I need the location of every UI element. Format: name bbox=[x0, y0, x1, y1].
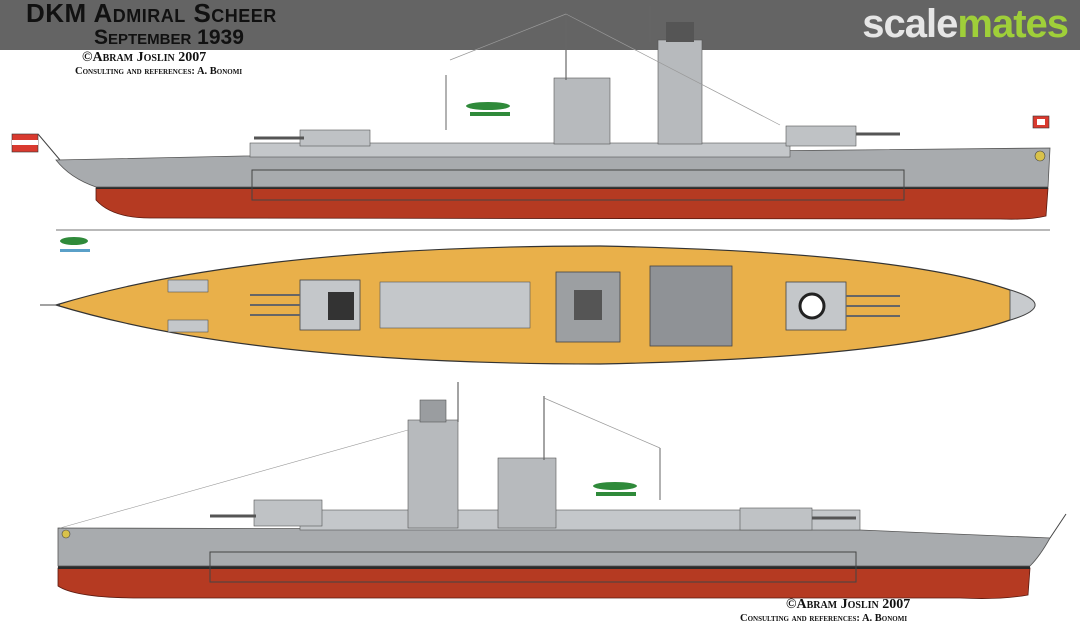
logo-part-mates: mates bbox=[957, 2, 1069, 46]
author-credit-top: ©Abram Joslin 2007 bbox=[82, 50, 207, 65]
ensign-flag-icon bbox=[11, 133, 61, 161]
drawing-subtitle: September 1939 bbox=[94, 26, 244, 49]
aircraft-icon bbox=[466, 102, 510, 116]
aircraft-icon bbox=[593, 482, 637, 496]
consulting-credit-top: Consulting and references: A. Bonomi bbox=[75, 66, 243, 77]
header-bar bbox=[0, 0, 1080, 50]
starboard-profile bbox=[11, 6, 1051, 220]
author-credit-bottom: ©Abram Joslin 2007 bbox=[786, 597, 911, 612]
turret-icon bbox=[785, 281, 900, 331]
ensign-flag-icon bbox=[1032, 115, 1050, 129]
funnel-icon bbox=[555, 271, 621, 343]
scalemates-logo[interactable]: scalemates bbox=[862, 2, 1069, 47]
turret-icon bbox=[250, 279, 361, 331]
port-profile bbox=[57, 382, 1067, 599]
aircraft-icon bbox=[60, 237, 90, 252]
drawing-title: DKM Admiral Scheer bbox=[26, 0, 277, 28]
deck-plan bbox=[40, 245, 1036, 365]
consulting-credit-bottom: Consulting and references: A. Bonomi bbox=[740, 613, 908, 624]
logo-part-scale: scale bbox=[862, 2, 958, 46]
